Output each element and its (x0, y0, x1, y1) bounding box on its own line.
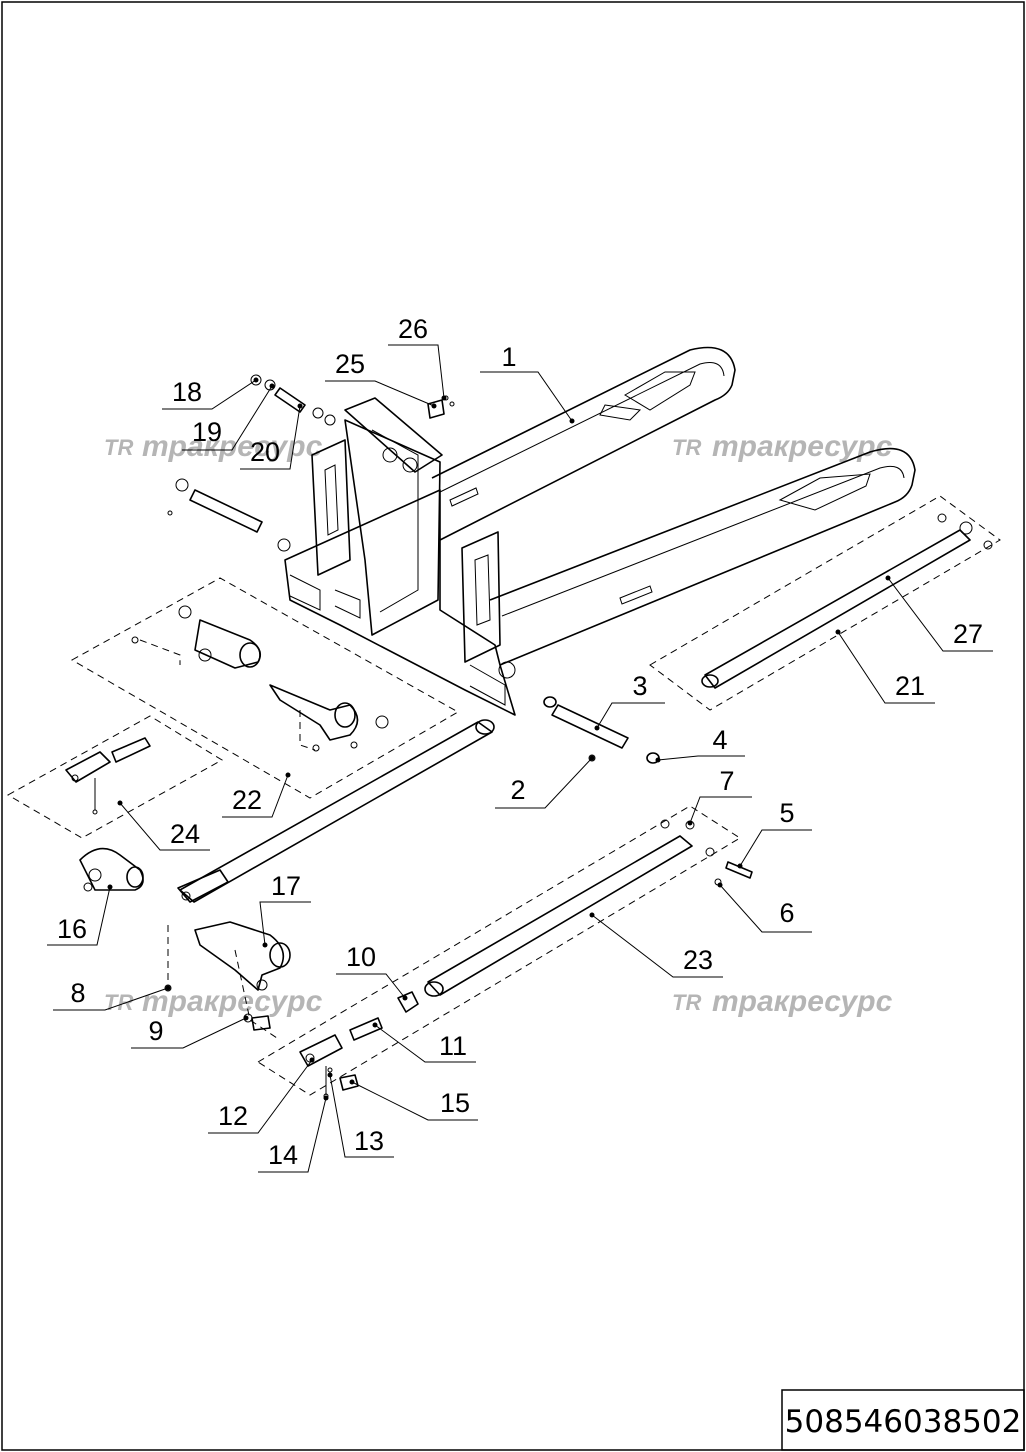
svg-text:24: 24 (170, 819, 200, 849)
svg-text:TR: TR (672, 435, 701, 460)
svg-text:21: 21 (895, 671, 925, 701)
callout-15: 15 (349, 1079, 478, 1121)
callout-1: 1 (480, 342, 575, 424)
callout-18: 18 (162, 377, 259, 410)
callout-27: 27 (885, 575, 993, 652)
group-box-12 (257, 805, 741, 1096)
svg-text:тракресурс: тракресурс (142, 430, 323, 463)
group-box-22 (70, 577, 460, 799)
svg-text:22: 22 (232, 785, 262, 815)
clevis-24 (65, 737, 151, 815)
bracket-17 (164, 921, 291, 1031)
svg-text:3: 3 (632, 671, 647, 701)
svg-text:TR: TR (104, 990, 133, 1015)
callout-2: 2 (495, 755, 595, 809)
callout-14: 14 (258, 1095, 329, 1173)
svg-text:9: 9 (148, 1016, 163, 1046)
group-box-24 (6, 715, 223, 839)
rod-27 (701, 513, 993, 689)
svg-text:13: 13 (354, 1126, 384, 1156)
callout-11: 11 (372, 1022, 476, 1063)
callout-17: 17 (259, 871, 311, 948)
dash-17 (167, 925, 281, 1041)
nut-10 (397, 991, 419, 1013)
tie-rod-left (177, 719, 495, 903)
pin-5 (714, 861, 753, 886)
stud-11 (349, 1017, 383, 1041)
callout-24: 24 (117, 800, 210, 851)
clevis-12 (299, 1034, 359, 1099)
svg-text:4: 4 (712, 725, 727, 755)
callout-20: 20 (240, 403, 303, 470)
callout-21: 21 (835, 629, 935, 704)
svg-text:1: 1 (501, 342, 516, 372)
callout-26: 26 (388, 314, 447, 401)
callout-19: 19 (182, 383, 275, 451)
svg-text:12: 12 (218, 1101, 248, 1131)
svg-text:18: 18 (172, 377, 202, 407)
watermark-top-left: TR тракресурс (104, 430, 323, 463)
callout-8: 8 (53, 978, 171, 1011)
bracket-22 (131, 605, 389, 752)
callout-13: 13 (327, 1072, 394, 1158)
fork-frame (284, 346, 916, 716)
svg-text:15: 15 (440, 1088, 470, 1118)
svg-text:тракресурс: тракресурс (712, 430, 893, 463)
svg-text:20: 20 (250, 437, 280, 467)
svg-text:14: 14 (268, 1140, 298, 1170)
svg-text:25: 25 (335, 349, 365, 379)
svg-text:19: 19 (192, 417, 222, 447)
svg-text:27: 27 (953, 619, 983, 649)
callout-22: 22 (222, 772, 291, 818)
watermark-top-right: TR тракресурс (672, 430, 893, 463)
drawing-number: 508546038502 (785, 1404, 1022, 1440)
svg-text:2: 2 (510, 775, 525, 805)
callout-23: 23 (589, 912, 723, 978)
rod-23 (424, 819, 715, 997)
svg-text:тракресурс: тракресурс (142, 985, 323, 1018)
title-block: 508546038502 (781, 1389, 1025, 1451)
callout-3: 3 (594, 671, 665, 731)
callout-10: 10 (336, 942, 408, 1001)
callout-25: 25 (325, 349, 437, 409)
svg-text:7: 7 (719, 766, 734, 796)
svg-text:17: 17 (271, 871, 301, 901)
watermark-bottom-left: TR тракресурс (104, 985, 323, 1018)
callout-4: 4 (655, 725, 745, 763)
svg-text:6: 6 (779, 898, 794, 928)
svg-text:тракресурс: тракресурс (712, 985, 893, 1018)
bracket-16 (79, 847, 144, 892)
svg-text:16: 16 (57, 914, 87, 944)
watermark-bottom-right: TR тракресурс (672, 985, 893, 1018)
svg-text:26: 26 (398, 314, 428, 344)
svg-text:8: 8 (70, 978, 85, 1008)
callout-7: 7 (687, 766, 752, 826)
callout-5: 5 (737, 798, 812, 869)
svg-text:23: 23 (683, 945, 713, 975)
callout-12: 12 (208, 1057, 315, 1134)
svg-text:5: 5 (779, 798, 794, 828)
callout-9: 9 (131, 1015, 249, 1049)
svg-text:11: 11 (439, 1031, 467, 1061)
callout-6: 6 (717, 882, 812, 933)
group-box-21 (649, 495, 1001, 711)
axle-3 (543, 696, 660, 764)
svg-text:10: 10 (346, 942, 376, 972)
svg-text:TR: TR (104, 435, 133, 460)
callout-16: 16 (47, 884, 113, 946)
svg-text:TR: TR (672, 990, 701, 1015)
